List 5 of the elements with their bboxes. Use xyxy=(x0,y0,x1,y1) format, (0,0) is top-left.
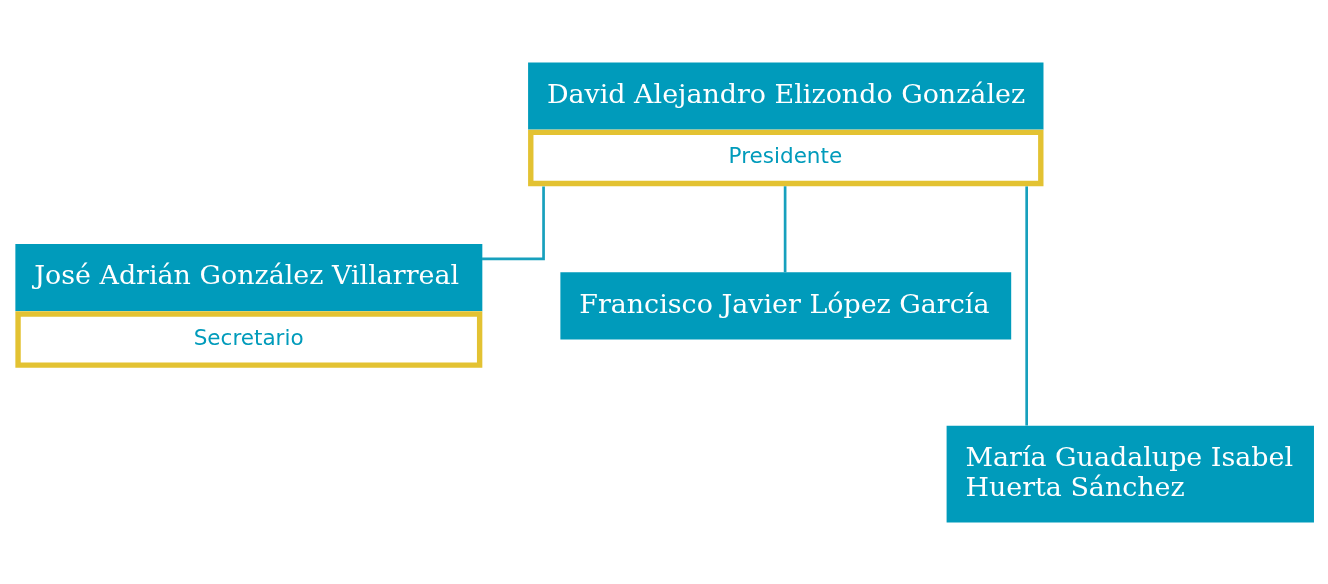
connector xyxy=(1025,185,1028,426)
connector xyxy=(482,185,545,260)
node-box: María Guadalupe Isabel Huerta Sánchez xyxy=(946,425,1314,523)
connector xyxy=(783,185,787,272)
node-box: Francisco Javier López García xyxy=(560,271,1012,340)
